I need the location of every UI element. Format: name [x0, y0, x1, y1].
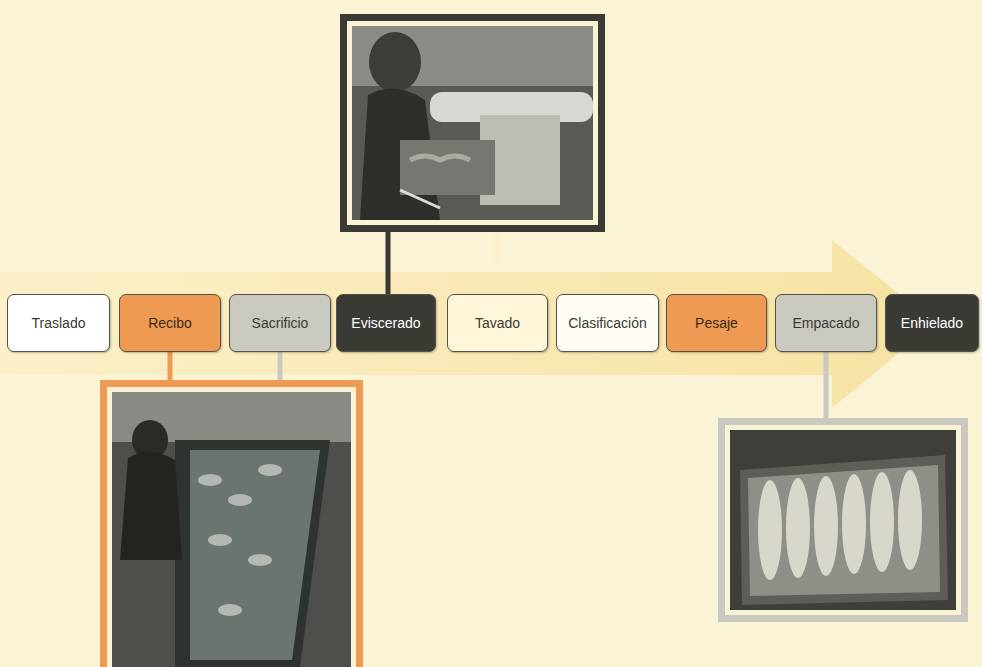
process-step-box: Clasificación — [556, 294, 659, 352]
process-step-box: Eviscerado — [336, 294, 436, 352]
process-step-box: Enhielado — [885, 294, 979, 352]
photo — [340, 14, 605, 232]
step-label: Clasificación — [568, 315, 647, 331]
photo — [100, 380, 363, 667]
step-label: Pesaje — [695, 315, 738, 331]
leader-line — [278, 352, 283, 382]
leader-line — [495, 232, 500, 266]
process-step-box: Pesaje — [666, 294, 767, 352]
process-step-box: Tavado — [447, 294, 548, 352]
process-step-box: Traslado — [7, 294, 110, 352]
step-label: Recibo — [148, 315, 192, 331]
leader-line — [386, 232, 391, 294]
step-label: Eviscerado — [351, 315, 420, 331]
step-label: Enhielado — [901, 315, 963, 331]
step-label: Empacado — [793, 315, 860, 331]
step-label: Tavado — [475, 315, 520, 331]
leader-line — [168, 352, 173, 382]
photo — [718, 418, 968, 622]
leader-line — [824, 352, 829, 420]
step-label: Sacrificio — [252, 315, 309, 331]
process-step-box: Recibo — [119, 294, 221, 352]
process-step-box: Sacrificio — [229, 294, 331, 352]
step-label: Traslado — [32, 315, 86, 331]
process-step-box: Empacado — [775, 294, 877, 352]
